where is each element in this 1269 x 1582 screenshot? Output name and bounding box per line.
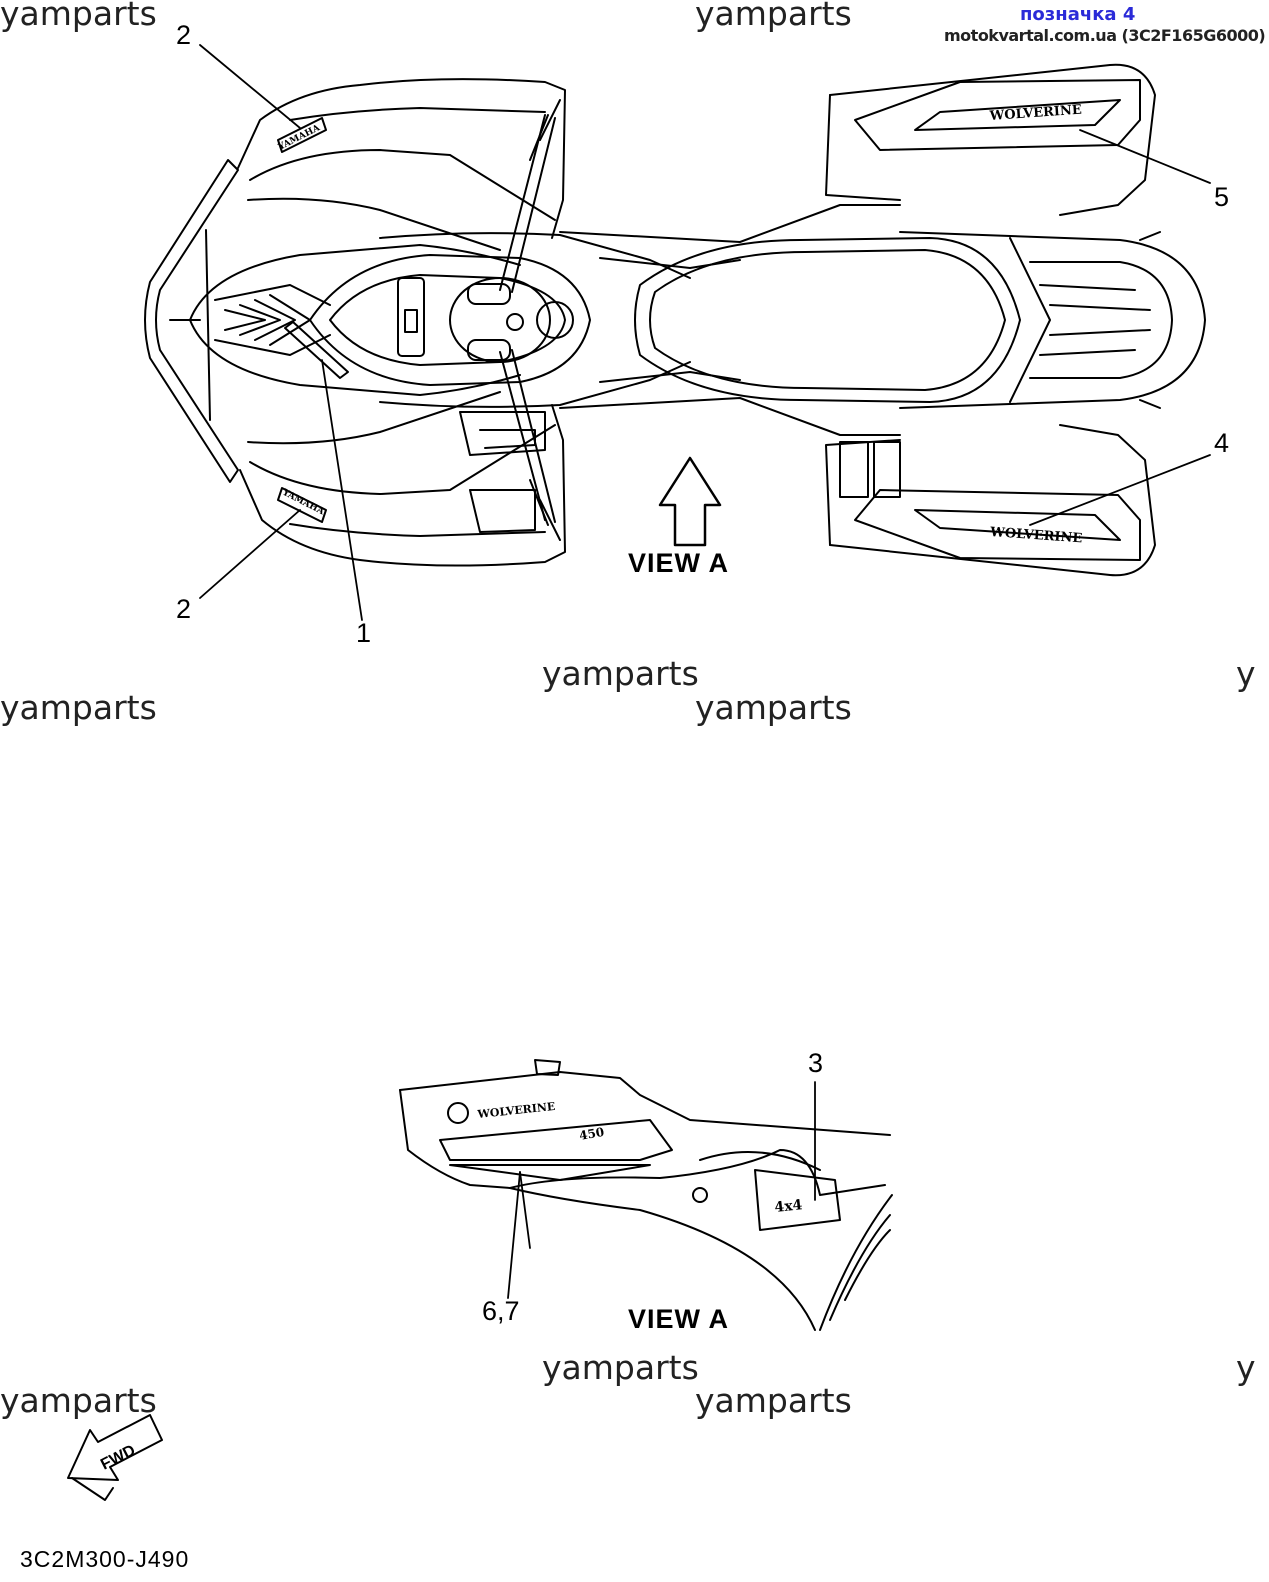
header-site-reference: motokvartal.com.ua (3C2F165G6000) bbox=[944, 26, 1266, 45]
wolverine-decal-rear bbox=[914, 99, 1121, 541]
watermark-partial: y bbox=[1236, 654, 1256, 693]
fwd-label: FWD bbox=[98, 1442, 138, 1474]
callout-6-7: 6,7 bbox=[482, 1296, 520, 1326]
leader-lines-bottom bbox=[507, 1081, 816, 1299]
callout-1: 1 bbox=[356, 618, 372, 648]
watermark: yamparts bbox=[695, 1381, 852, 1420]
decal-text-model: 450 bbox=[578, 1125, 605, 1143]
watermark: yamparts bbox=[0, 1381, 157, 1420]
leader-lines-top bbox=[199, 44, 1211, 621]
header-link[interactable]: позначка 4 bbox=[1020, 4, 1136, 25]
callout-2-top: 2 bbox=[176, 20, 192, 50]
decal-text-side: WOLVERINE bbox=[476, 1100, 556, 1121]
watermark: yamparts bbox=[0, 0, 157, 33]
decal-text-item-4: WOLVERINE bbox=[989, 525, 1083, 546]
watermark: yamparts bbox=[695, 0, 852, 33]
watermark: yamparts bbox=[542, 1348, 699, 1387]
view-a-label-top: VIEW A bbox=[628, 548, 730, 578]
fwd-arrow-icon bbox=[67, 1414, 163, 1501]
view-direction-arrow bbox=[658, 456, 722, 547]
view-a-label-bottom: VIEW A bbox=[628, 1304, 730, 1334]
watermark-partial: y bbox=[1236, 1348, 1256, 1387]
callout-2-bottom: 2 bbox=[176, 594, 192, 624]
callout-3: 3 bbox=[808, 1048, 824, 1078]
callout-5: 5 bbox=[1214, 182, 1230, 212]
watermark: yamparts bbox=[542, 654, 699, 693]
callout-4: 4 bbox=[1214, 428, 1230, 458]
watermark: yamparts bbox=[0, 688, 157, 727]
decal-text-item-3: 4x4 bbox=[774, 1197, 804, 1216]
decal-text-item-5: WOLVERINE bbox=[988, 103, 1082, 124]
watermark: yamparts bbox=[695, 688, 852, 727]
atv-side-view bbox=[399, 1059, 893, 1331]
atv-top-view bbox=[144, 63, 1206, 577]
drawing-code: 3C2M300-J490 bbox=[20, 1546, 190, 1572]
